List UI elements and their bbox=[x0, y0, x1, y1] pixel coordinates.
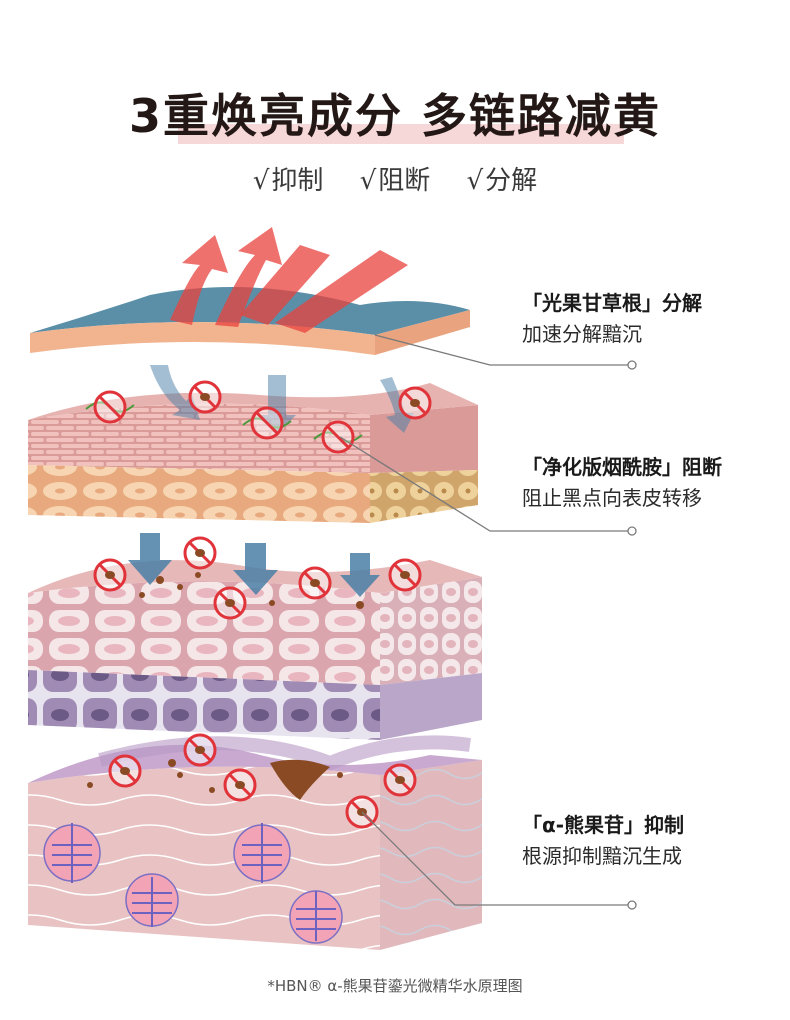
check-label: 抑制 bbox=[271, 166, 324, 196]
check-item-inhibit: √抑制 bbox=[253, 160, 324, 197]
leader-lines bbox=[339, 334, 637, 910]
callout-desc: 根源抑制黯沉生成 bbox=[522, 844, 682, 868]
callout-arbutin: 「α-熊果苷」抑制 根源抑制黯沉生成 bbox=[522, 810, 684, 872]
check-label: 阻断 bbox=[378, 166, 431, 196]
footnote: *HBN® α-熊果苷鎏光微精华水原理图 bbox=[267, 977, 523, 995]
callout-licorice: 「光果甘草根」分解 加速分解黯沉 bbox=[522, 288, 702, 350]
check-label: 分解 bbox=[485, 166, 538, 196]
checkmark-icon: √ bbox=[466, 166, 484, 196]
melanin-dots bbox=[87, 572, 364, 793]
page-title: 3重焕亮成分 多链路减黄 bbox=[128, 89, 662, 143]
surface-layer bbox=[30, 287, 470, 355]
title-highlight bbox=[178, 124, 624, 144]
callout-name: 「光果甘草根」分解 bbox=[522, 291, 702, 315]
callout-desc: 阻止黑点向表皮转移 bbox=[522, 486, 702, 510]
red-arrows-icon bbox=[170, 227, 408, 333]
checkmark-icon: √ bbox=[252, 166, 270, 196]
blue-arrows-icon bbox=[128, 365, 414, 597]
callout-name: 「α-熊果苷」抑制 bbox=[522, 813, 685, 837]
benefit-checks: √抑制 √阻断 √分解 bbox=[0, 160, 790, 197]
check-item-block: √阻断 bbox=[360, 160, 431, 197]
checkmark-icon: √ bbox=[359, 166, 377, 196]
callout-name: 「净化版烟酰胺」阻断 bbox=[522, 455, 722, 479]
callout-desc: 加速分解黯沉 bbox=[522, 322, 642, 346]
check-item-decompose: √分解 bbox=[467, 160, 538, 197]
title-block: 3重焕亮成分 多链路减黄 bbox=[0, 80, 790, 146]
skin-layer-diagram bbox=[28, 227, 637, 950]
callout-niacinamide: 「净化版烟酰胺」阻断 阻止黑点向表皮转移 bbox=[522, 452, 722, 514]
dermis-layer bbox=[28, 735, 482, 950]
